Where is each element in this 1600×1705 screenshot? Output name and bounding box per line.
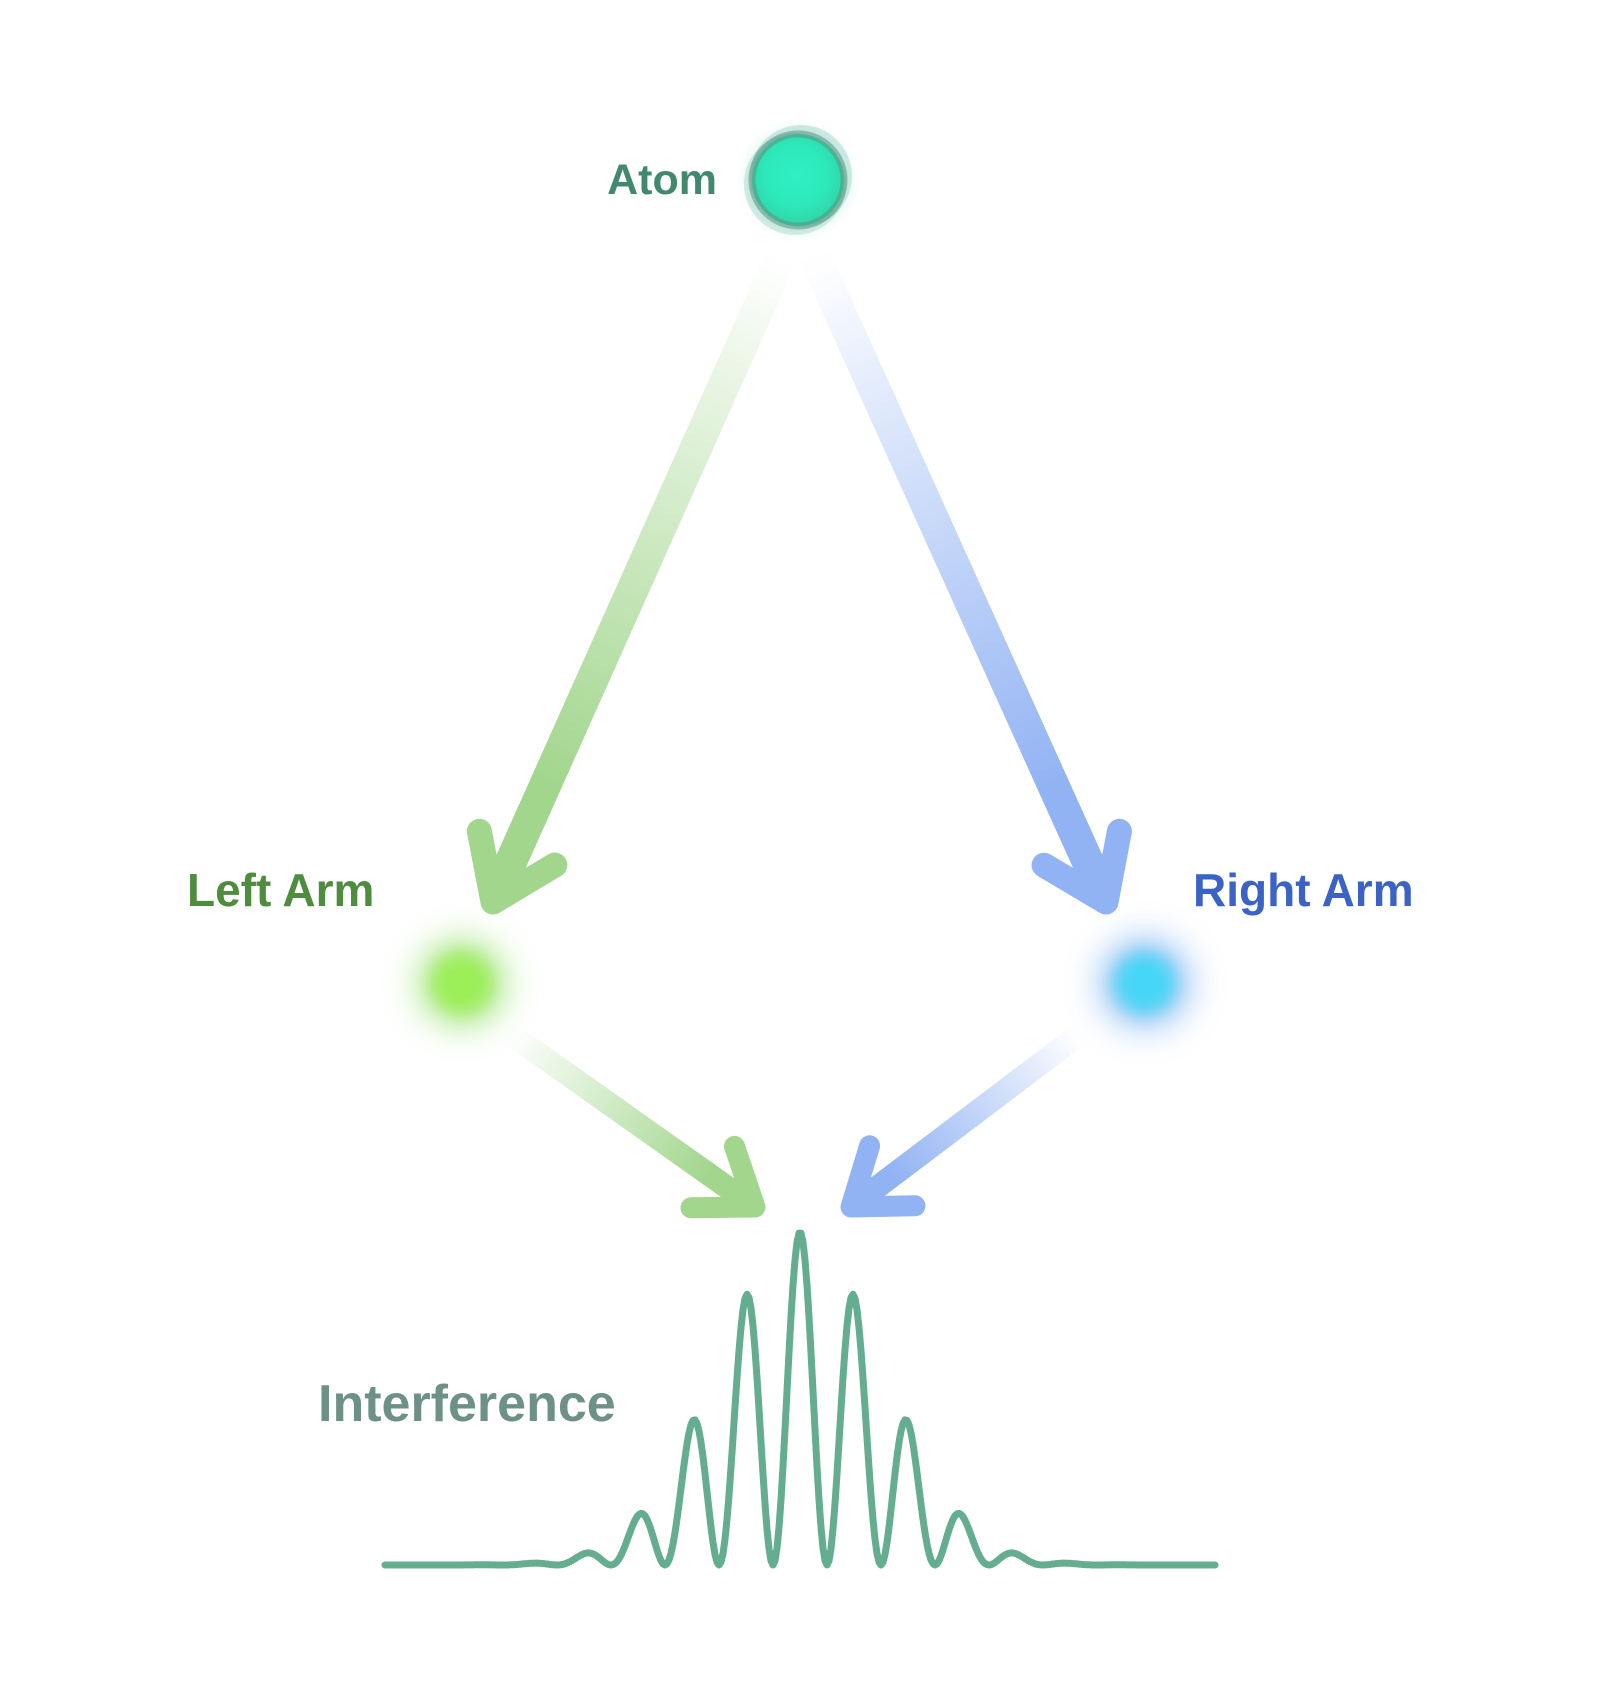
left-arm-dot <box>420 941 504 1025</box>
right-arm-label: Right Arm <box>1193 864 1414 916</box>
right-path-arrow <box>792 226 1132 915</box>
interference-label: Interference <box>318 1375 616 1433</box>
left-recombine-arrow <box>493 1018 766 1219</box>
path-arrows <box>466 226 1132 1219</box>
left-arm-label: Left Arm <box>187 864 374 916</box>
left-path-arrow <box>466 226 804 915</box>
interference-curve <box>381 1229 1219 1569</box>
atom-label: Atom <box>607 156 717 204</box>
atom-node <box>744 125 852 235</box>
right-arm-dot <box>1101 939 1189 1027</box>
atom-circle <box>748 130 848 230</box>
right-recombine-arrow <box>840 1018 1097 1218</box>
